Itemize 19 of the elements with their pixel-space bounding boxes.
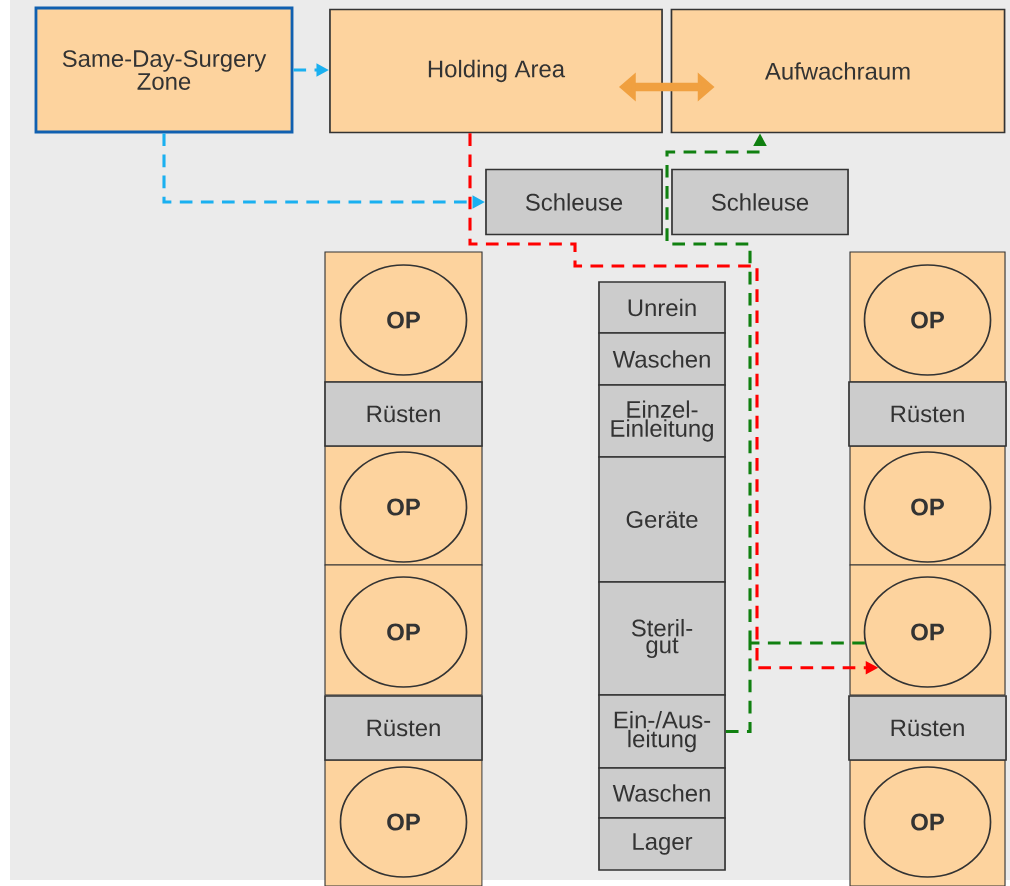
airlock-box: Schleuse <box>671 168 849 236</box>
room-box: Lager <box>598 817 726 871</box>
room-box: Waschen <box>598 767 726 819</box>
line <box>750 641 865 645</box>
room-box: Rüsten <box>324 695 483 761</box>
room-box: Ein-/Aus- leitung <box>598 694 726 769</box>
room-box: Waschen <box>598 332 726 386</box>
room-box: Aufwachraum <box>670 8 1006 134</box>
room-box: Rüsten <box>848 695 1007 761</box>
line <box>725 643 752 734</box>
room-box: Einzel- Einleitung <box>598 384 726 458</box>
room-box: Holding Area <box>329 8 663 134</box>
room-box: Rüsten <box>848 381 1007 447</box>
room-box: Geräte <box>598 456 726 583</box>
room-box: Rüsten <box>324 381 483 447</box>
airlock-box: Schleuse <box>485 168 663 236</box>
room-box: Unrein <box>598 281 726 334</box>
zone-box: Same-Day-Surgery Zone <box>34 6 294 134</box>
room-box: Steril- gut <box>598 581 726 696</box>
